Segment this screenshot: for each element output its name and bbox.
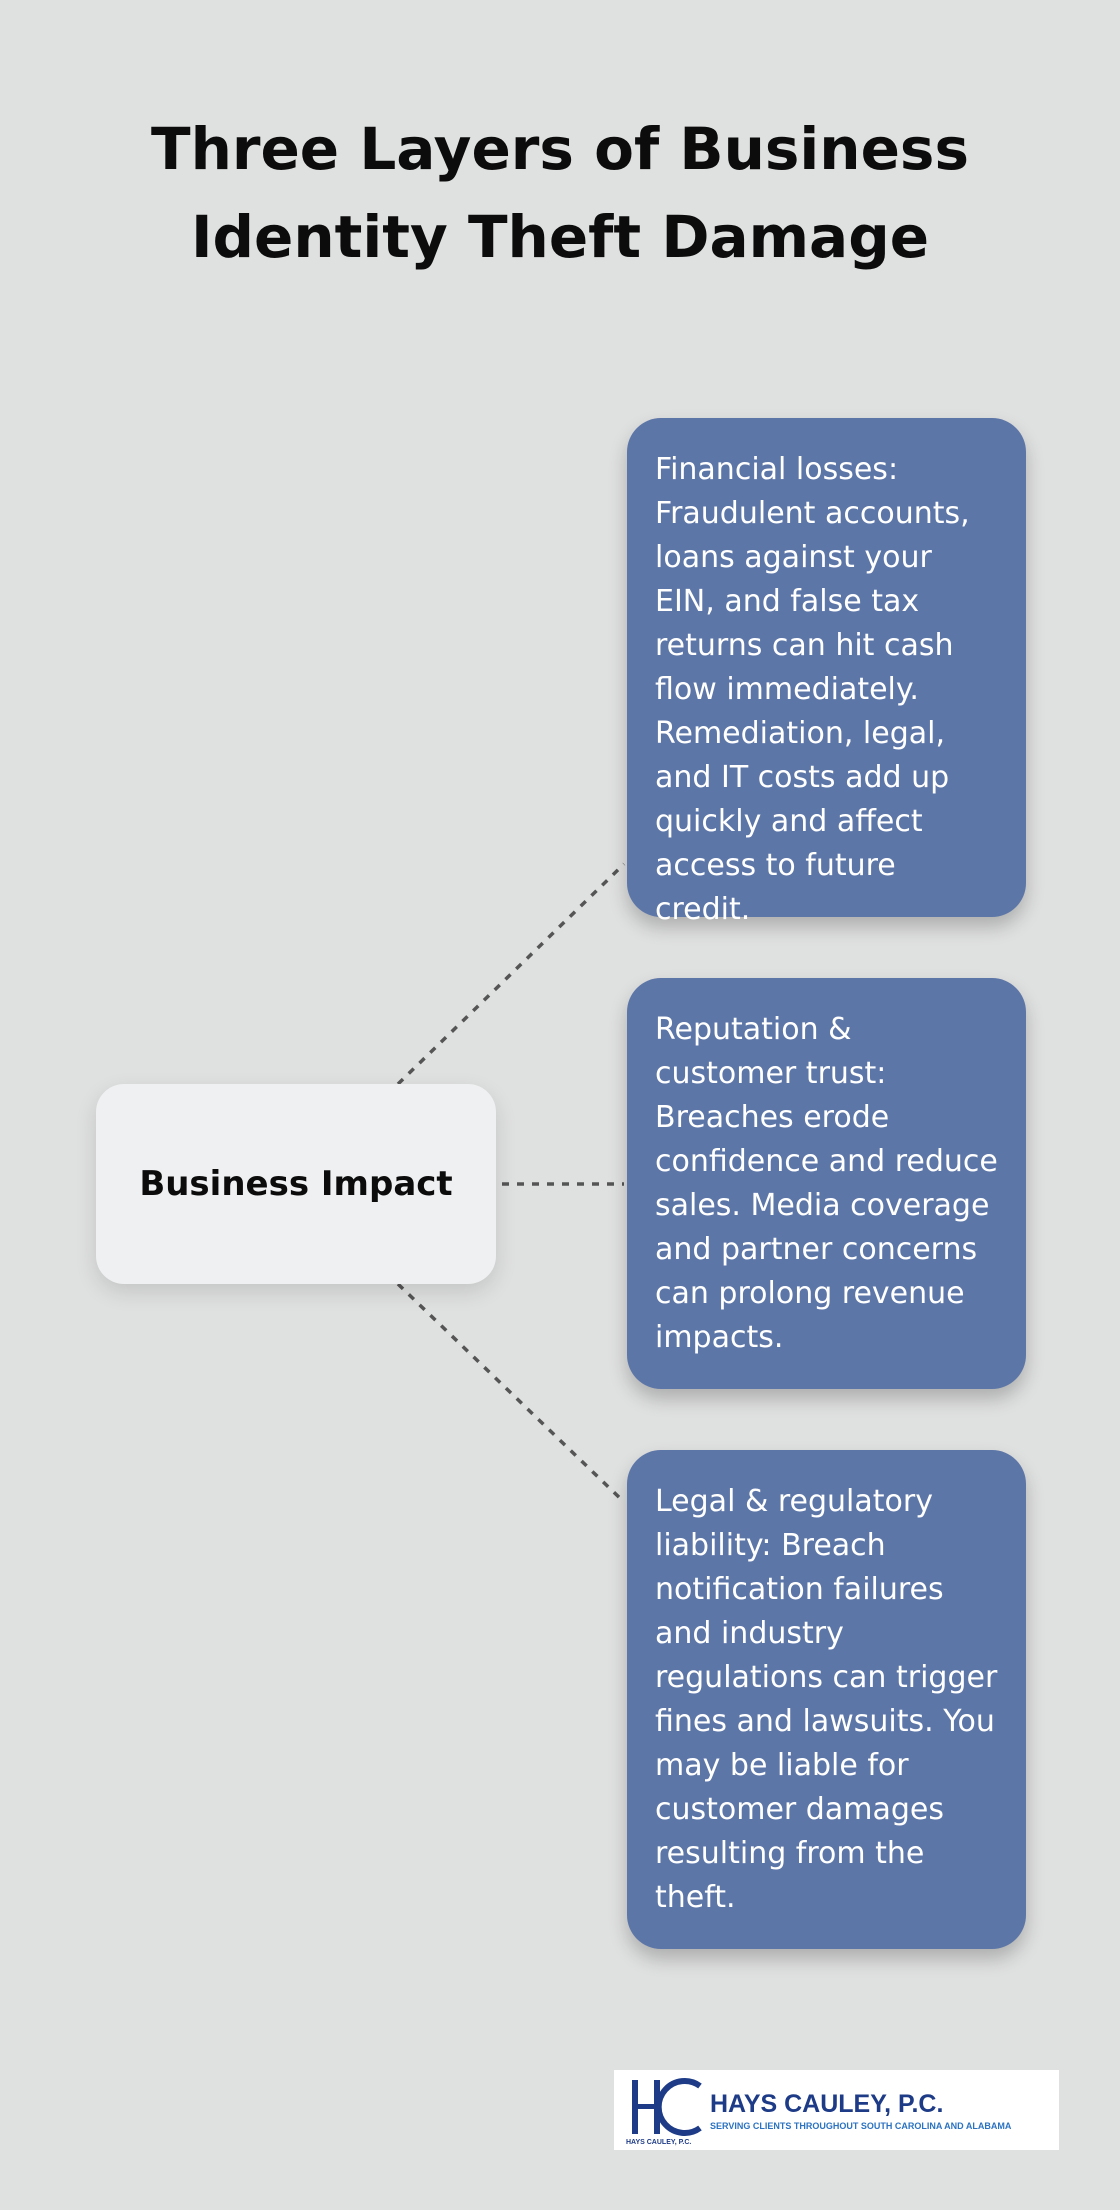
financial-losses-text: Financial losses: Fraudulent accounts, l… <box>655 452 970 927</box>
financial-losses-card: Financial losses: Fraudulent accounts, l… <box>627 418 1026 927</box>
logo-small-text: HAYS CAULEY, P.C. <box>626 2139 692 2146</box>
diagram-title: Three Layers of Business Identity Theft … <box>151 115 969 271</box>
logo-tagline: SERVING CLIENTS THROUGHOUT SOUTH CAROLIN… <box>710 2121 1012 2131</box>
reputation-trust-card: Reputation & customer trust: Breaches er… <box>627 978 1026 1389</box>
logo-company-name: HAYS CAULEY, P.C. <box>710 2090 944 2118</box>
connector-financial <box>396 862 626 1086</box>
reputation-trust-text: Reputation & customer trust: Breaches er… <box>655 1012 998 1355</box>
business-impact-label: Business Impact <box>139 1164 453 1204</box>
hc-monogram-icon <box>632 2078 702 2136</box>
connector-legal <box>396 1282 626 1504</box>
legal-liability-text: Legal & regulatory liability: Breach not… <box>655 1484 998 1915</box>
legal-liability-card: Legal & regulatory liability: Breach not… <box>627 1450 1026 1949</box>
company-logo: HAYS CAULEY, P.C. SERVING CLIENTS THROUG… <box>614 2070 1059 2150</box>
business-impact-node: Business Impact <box>96 1084 496 1284</box>
